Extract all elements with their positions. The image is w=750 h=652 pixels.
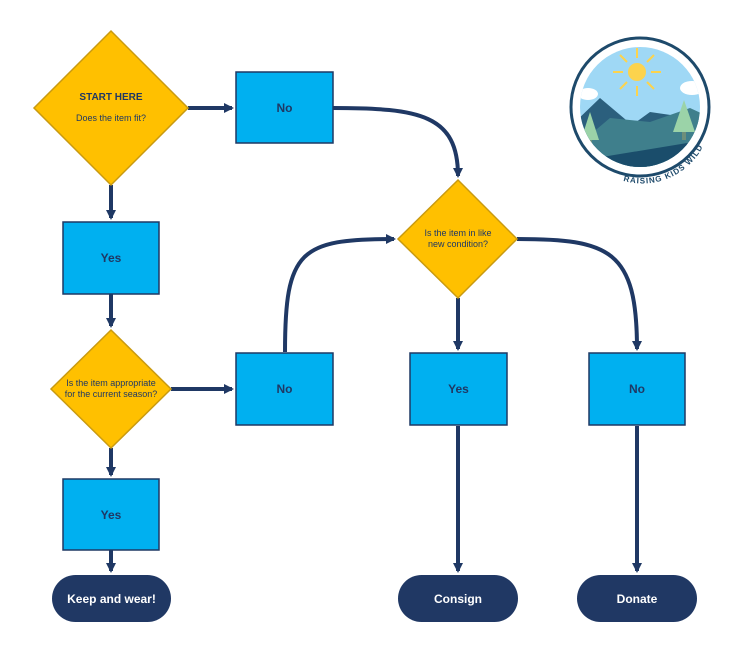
season-decision	[49, 328, 173, 450]
condition-no-label: No	[629, 382, 645, 396]
fit-yes-box	[62, 221, 160, 295]
season-yes-label: Yes	[100, 507, 122, 522]
arrow-no-to-condition	[332, 106, 463, 178]
condition-yes-box	[409, 352, 508, 426]
season-no-label: No	[276, 382, 293, 396]
fit-no-box	[235, 71, 334, 144]
start-decision	[32, 29, 190, 187]
condition-question-label: Is the item in like new condition?	[424, 228, 492, 249]
start-question: Does the item fit?	[75, 113, 147, 123]
donate-label: Donate	[616, 591, 658, 606]
condition-decision	[396, 178, 519, 300]
connectors	[106, 103, 642, 573]
keep-terminal	[52, 575, 171, 622]
arrow-condition-to-no	[516, 237, 642, 351]
condition-yes-label: Yes	[448, 382, 469, 396]
season-question-label: Is the item appropriate for the current …	[64, 378, 158, 399]
consign-label: Consign	[434, 591, 482, 606]
season-yes-box	[62, 478, 160, 551]
sun-icon	[613, 48, 661, 96]
start-title: START HERE	[79, 92, 143, 103]
start-decision-label: START HERE Does the item fit?	[58, 80, 164, 136]
arrow-no-to-condition-2	[283, 234, 396, 353]
keep-label: Keep and wear!	[67, 591, 156, 606]
fit-no-label: No	[276, 100, 293, 115]
fit-yes-label: Yes	[100, 251, 122, 265]
tree-icon	[673, 100, 695, 140]
donate-terminal	[577, 575, 697, 622]
raising-kids-wild-logo: RAISING KIDS WILD	[569, 36, 711, 186]
condition-no-box	[588, 352, 686, 426]
season-no-box	[235, 352, 334, 426]
consign-terminal	[398, 575, 518, 622]
